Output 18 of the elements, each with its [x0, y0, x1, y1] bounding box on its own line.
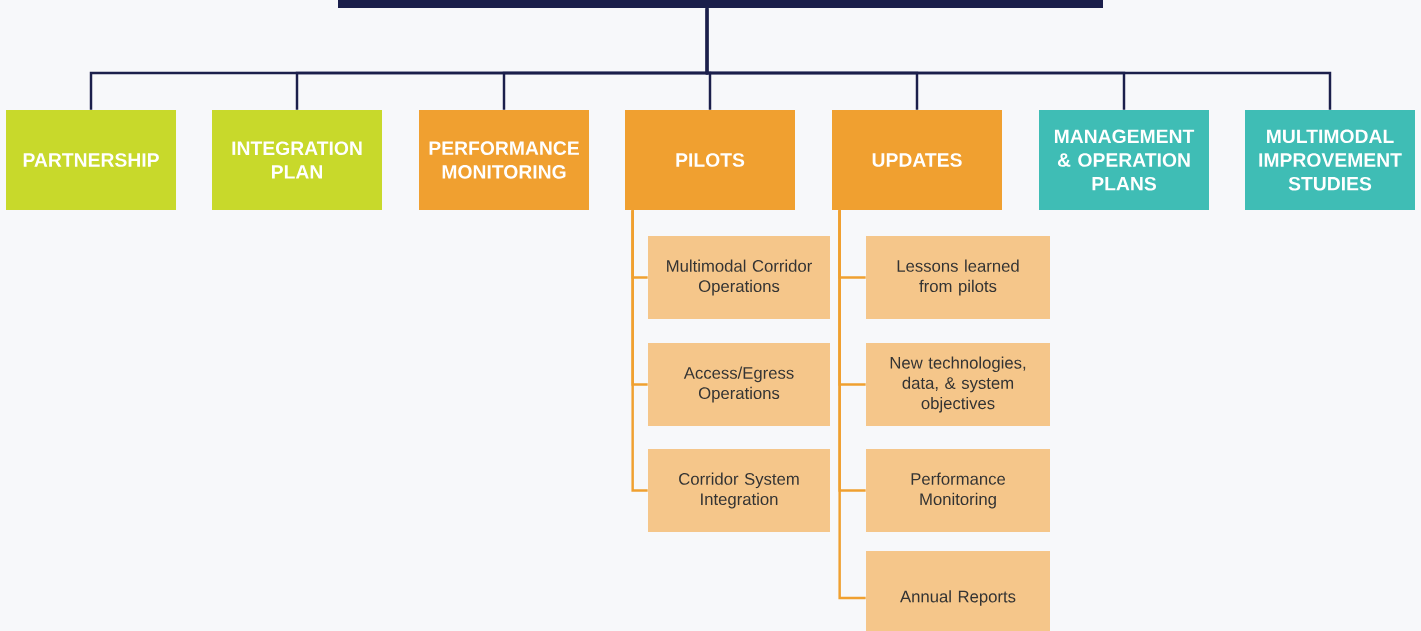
subtopic-box: Lessons learned from pilots: [866, 236, 1050, 319]
category-box: UPDATES: [832, 110, 1002, 210]
subtopic-box: New technologies, data, & system objectives: [866, 343, 1050, 426]
connector-line: [631, 210, 648, 492]
subtopic-box: Access/Egress Operations: [648, 343, 830, 426]
category-box: PILOTS: [625, 110, 795, 210]
category-box: INTEGRATION PLAN: [212, 110, 382, 210]
subtopic-box: Performance Monitoring: [866, 449, 1050, 532]
subtopic-box: Multimodal Corridor Operations: [648, 236, 830, 319]
category-box: PERFORMANCE MONITORING: [419, 110, 589, 210]
category-box: MULTIMODAL IMPROVEMENT STUDIES: [1245, 110, 1415, 210]
connector-line: [705, 8, 1332, 110]
subtopic-box: Corridor System Integration: [648, 449, 830, 532]
subtopic-box: Annual Reports: [866, 551, 1050, 631]
category-box: MANAGEMENT & OPERATION PLANS: [1039, 110, 1209, 210]
category-box: PARTNERSHIP: [6, 110, 176, 210]
connector-line: [838, 210, 866, 600]
header-bar: [338, 0, 1103, 8]
